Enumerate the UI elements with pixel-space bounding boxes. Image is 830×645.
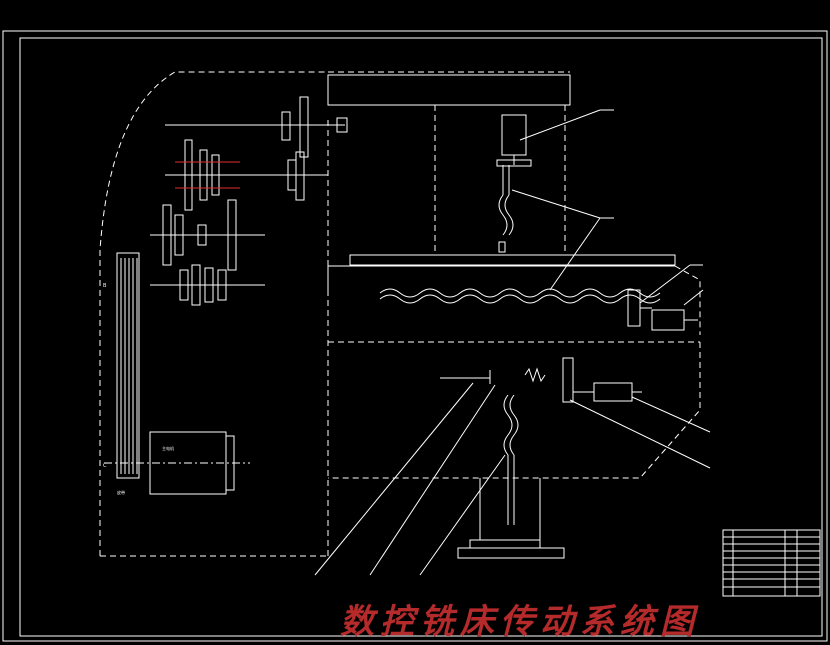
spindle-motor	[496, 109, 614, 167]
outer-frame	[2, 30, 828, 642]
centerlines	[175, 161, 240, 189]
label-c: C	[103, 463, 107, 469]
worktable	[327, 254, 701, 479]
inner-frame	[19, 37, 823, 637]
motor-label: 主电机	[162, 445, 174, 451]
x-axis-screw	[379, 264, 704, 331]
head-block	[327, 74, 571, 255]
belt-label: 皮带	[117, 489, 125, 495]
gear-train	[150, 96, 348, 306]
title-block	[722, 529, 821, 597]
y-axis-drive	[314, 357, 711, 576]
label-b: B	[103, 283, 107, 289]
belt-drive	[116, 252, 140, 479]
z-axis-screw	[498, 165, 614, 291]
gearbox-housing	[99, 71, 570, 557]
main-motor	[104, 431, 250, 495]
drawing-title: 数控铣床传动系统图	[340, 602, 700, 638]
